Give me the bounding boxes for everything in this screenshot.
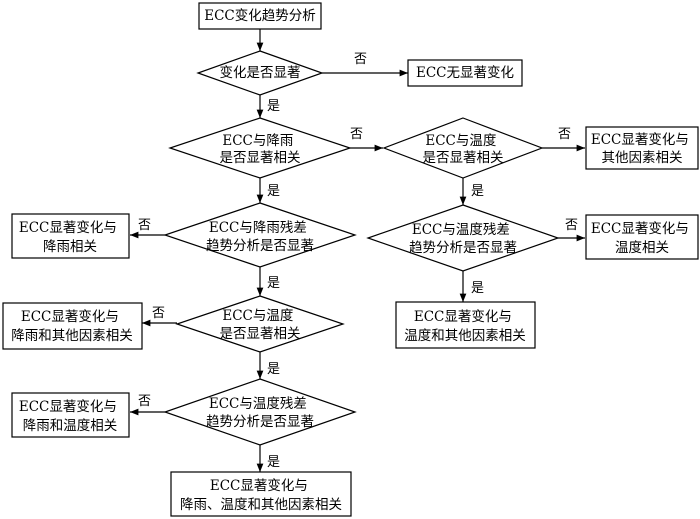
- node-temp-other: ECC显著变化与 温度和其他因素相关: [395, 301, 536, 349]
- node-rain-only-text: ECC显著变化与 降雨相关: [19, 220, 121, 255]
- node-temp-only-text: ECC显著变化与 温度相关: [591, 221, 693, 256]
- decision-temp-residual-right: ECC与温度残差 趋势分析是否显著: [366, 204, 560, 272]
- label-no: 否: [354, 52, 367, 67]
- label-yes: 是: [267, 99, 280, 114]
- edge-labels: 否 是 否 是 否 是 否 否 是 是 否 是 否 是: [138, 52, 578, 470]
- label-no: 否: [138, 218, 151, 233]
- decision-rain-correlation-text: ECC与降雨 是否显著相关: [220, 133, 301, 166]
- node-other-factors: ECC显著变化与 其他因素相关: [585, 126, 699, 170]
- label-no: 否: [350, 127, 363, 142]
- edges: [130, 29, 585, 472]
- decision-temp-correlation-right: ECC与温度 是否显著相关: [382, 117, 544, 179]
- label-no: 否: [138, 394, 151, 409]
- decision-temp-correlation-right-text: ECC与温度 是否显著相关: [423, 133, 504, 166]
- decision-rain-correlation: ECC与降雨 是否显著相关: [168, 117, 352, 179]
- label-no: 否: [565, 218, 578, 233]
- node-rain-temp-text: ECC显著变化与 降雨和温度相关: [19, 399, 121, 434]
- decision-temp-residual-right-text: ECC与温度残差 趋势分析是否显著: [409, 222, 517, 256]
- node-start-text: ECC变化趋势分析: [204, 8, 316, 24]
- label-yes: 是: [471, 281, 484, 296]
- label-yes: 是: [471, 184, 484, 199]
- label-yes: 是: [267, 276, 280, 291]
- node-no-change: ECC无显著变化: [407, 59, 523, 87]
- label-no: 否: [152, 306, 165, 321]
- decision-rain-residual-text: ECC与降雨残差 趋势分析是否显著: [206, 220, 314, 254]
- decision-rain-residual: ECC与降雨残差 趋势分析是否显著: [163, 202, 357, 268]
- decision-temp-correlation-left-text: ECC与温度 是否显著相关: [220, 308, 301, 342]
- label-no: 否: [558, 127, 571, 142]
- node-start: ECC变化趋势分析: [198, 2, 322, 30]
- label-yes: 是: [267, 455, 280, 470]
- node-rain-other-text: ECC显著变化与 降雨和其他因素相关: [11, 309, 133, 344]
- node-no-change-text: ECC无显著变化: [416, 65, 514, 81]
- node-rain-other: ECC显著变化与 降雨和其他因素相关: [2, 302, 143, 350]
- decision-change-significant-text: 变化是否显著: [220, 65, 301, 81]
- label-yes: 是: [267, 184, 280, 199]
- decision-temp-correlation-left: ECC与温度 是否显著相关: [175, 295, 345, 353]
- node-other-factors-text: ECC显著变化与 其他因素相关: [591, 132, 693, 166]
- label-yes: 是: [267, 362, 280, 377]
- node-temp-only: ECC显著变化与 温度相关: [585, 214, 699, 260]
- node-rain-temp: ECC显著变化与 降雨和温度相关: [11, 392, 130, 438]
- node-rain-only: ECC显著变化与 降雨相关: [11, 213, 130, 259]
- node-temp-other-text: ECC显著变化与 温度和其他因素相关: [404, 309, 526, 344]
- decision-temp-residual-left: ECC与温度残差 趋势分析是否显著: [163, 378, 357, 446]
- node-all-factors-text: ECC显著变化与 降雨、温度和其他因素相关: [180, 478, 342, 513]
- decision-temp-residual-left-text: ECC与温度残差 趋势分析是否显著: [206, 396, 314, 430]
- decision-change-significant: 变化是否显著: [196, 50, 324, 96]
- node-all-factors: ECC显著变化与 降雨、温度和其他因素相关: [170, 471, 352, 517]
